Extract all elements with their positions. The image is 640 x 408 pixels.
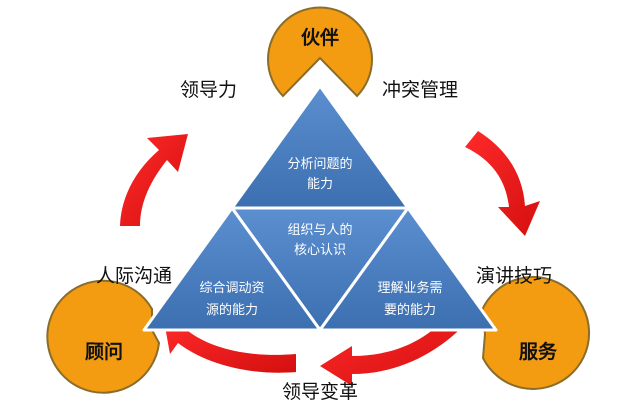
tri-center-line1: 组织与人的 [287, 222, 352, 238]
label-leading-change: 领导变革 [282, 381, 358, 403]
tri-right-line2: 要的能力 [384, 302, 436, 318]
triangle-right [318, 206, 498, 332]
node-right-shape [480, 276, 591, 390]
tri-left-line2: 源的能力 [206, 302, 258, 318]
triangle-left [142, 206, 322, 332]
arrow-bottom-right [320, 305, 472, 386]
node-top-shape [267, 6, 373, 98]
node-left-label: 顾问 [85, 341, 123, 363]
node-left-shape [46, 279, 161, 394]
tri-center-line2: 核心认识 [294, 243, 346, 258]
arrow-right-down [465, 131, 540, 236]
tri-top-line1: 分析问题的 [287, 156, 352, 172]
tri-right-line1: 理解业务需 [377, 280, 442, 296]
arrow-bottom-left [164, 321, 296, 373]
label-leadership: 领导力 [180, 79, 237, 101]
label-presentation-skills: 演讲技巧 [476, 265, 552, 287]
node-top-label: 伙伴 [301, 26, 339, 49]
arrow-left-up [120, 134, 188, 226]
triangle [142, 84, 498, 332]
node-right-label: 服务 [519, 340, 558, 363]
tri-top-line2: 能力 [307, 177, 333, 192]
label-interpersonal-communication: 人际沟通 [96, 265, 172, 287]
label-conflict-management: 冲突管理 [382, 79, 458, 101]
tri-left-line1: 综合调动资 [199, 281, 264, 296]
